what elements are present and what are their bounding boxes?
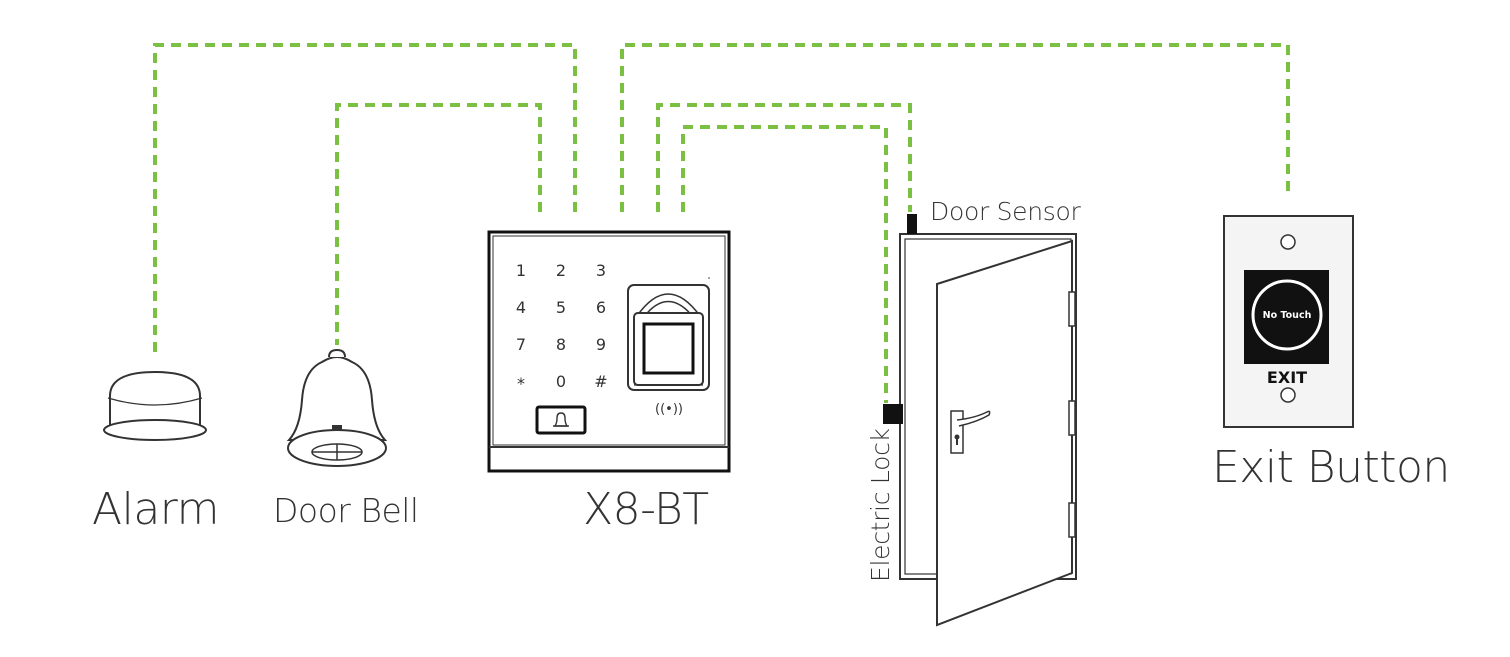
key-5: 5 [556, 298, 566, 317]
indicator-dot [708, 277, 710, 279]
exit-label: EXIT [1267, 368, 1307, 387]
wire-door-sensor [656, 103, 912, 212]
wires [153, 43, 1290, 403]
key-6: 6 [596, 298, 606, 317]
door-hinges [1068, 291, 1076, 538]
bell-icon [553, 412, 569, 427]
door-handle-icon [950, 410, 991, 454]
key-2: 2 [556, 261, 566, 280]
key-0: 0 [556, 372, 566, 391]
key-hash: # [594, 372, 607, 391]
touch-sensor-ring [1251, 279, 1323, 351]
doorbell-key [535, 405, 587, 435]
door-leaf [936, 239, 1073, 627]
no-touch-label: No Touch [1263, 310, 1312, 321]
exit-button-plate: No Touch EXIT [1223, 215, 1354, 428]
door-bell-icon [286, 348, 388, 467]
bottom-screw [1280, 387, 1296, 403]
keypad: 1 2 3 4 5 6 7 8 9 * 0 # [516, 261, 608, 393]
electric-lock-block [883, 404, 903, 424]
alarm-label: Alarm [92, 484, 219, 535]
fingerprint-sensor-icon [627, 284, 710, 391]
wire-door-bell [335, 103, 542, 345]
key-7: 7 [516, 335, 526, 354]
alarm-siren-icon [103, 370, 207, 441]
exit-button-label: Exit Button [1212, 442, 1450, 493]
key-9: 9 [596, 335, 606, 354]
wire-electric-lock [681, 125, 888, 403]
key-8: 8 [556, 335, 566, 354]
key-1: 1 [516, 261, 526, 280]
door-icon [883, 214, 1077, 627]
key-star: * [517, 374, 525, 393]
door-sensor-label: Door Sensor [930, 197, 1081, 226]
rfid-icon: ((•)) [655, 402, 683, 417]
electric-lock-label: Electric Lock [866, 428, 895, 582]
door-sensor-block [907, 214, 917, 234]
top-screw [1280, 234, 1296, 250]
x8-bt-device: 1 2 3 4 5 6 7 8 9 * 0 # [487, 230, 731, 473]
wire-exit-button [620, 43, 1290, 212]
door-bell-label: Door Bell [273, 491, 419, 530]
device-label: X8-BT [583, 484, 709, 535]
wire-alarm [153, 43, 577, 352]
key-3: 3 [596, 261, 606, 280]
key-4: 4 [516, 298, 526, 317]
